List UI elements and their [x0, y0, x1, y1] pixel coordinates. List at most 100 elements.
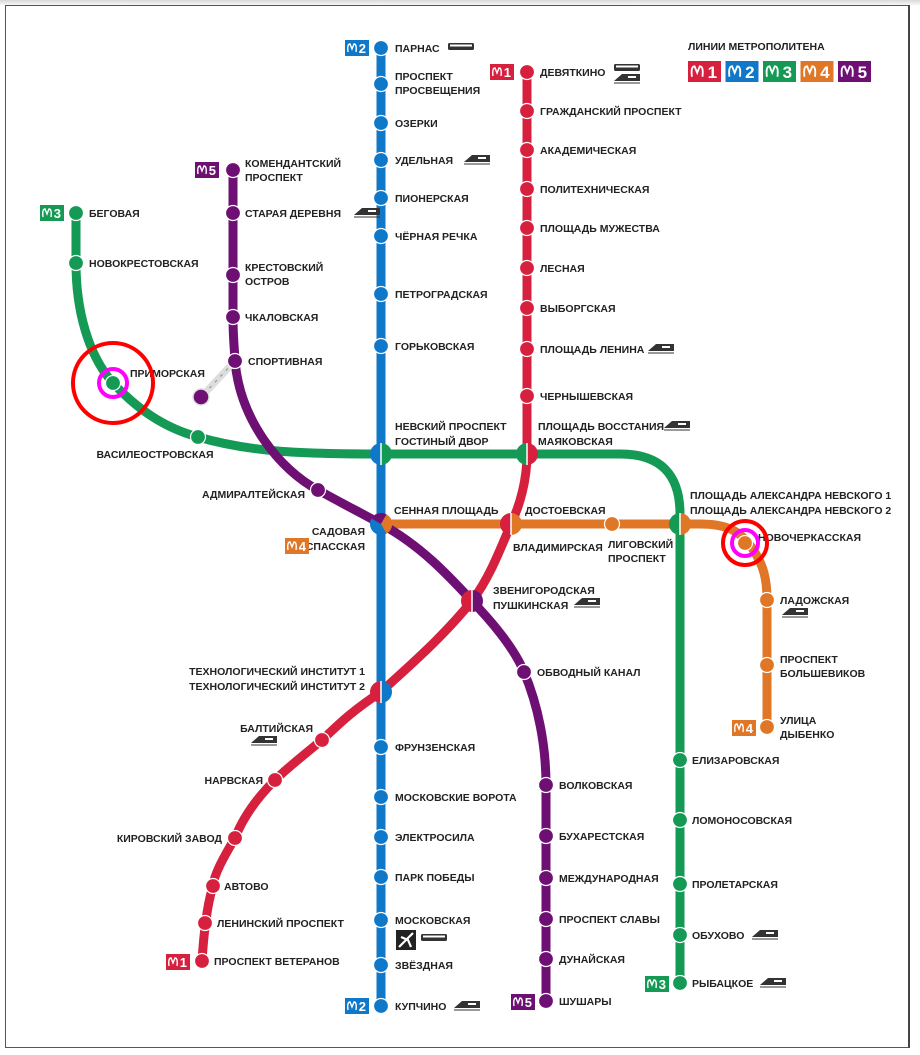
- station-dybenko[interactable]: [758, 718, 776, 736]
- station-muzh[interactable]: [518, 219, 536, 237]
- station-narvskaya[interactable]: [266, 771, 284, 789]
- transfer-alnevsky-right-half[interactable]: [680, 513, 691, 535]
- station-kirovsky[interactable]: [226, 829, 244, 847]
- station-label-staraya[interactable]: СТАРАЯ ДЕРЕВНЯ: [245, 208, 341, 220]
- station-moskvorota[interactable]: [372, 788, 390, 806]
- station-obvodny[interactable]: [515, 663, 533, 681]
- station-label-parkpobedy[interactable]: ПАРК ПОБЕДЫ: [395, 872, 474, 884]
- station-ligovsky[interactable]: [603, 515, 621, 533]
- station-label-bolsh[interactable]: ПРОСПЕКТ: [780, 654, 838, 666]
- station-label-elizar[interactable]: ЕЛИЗАРОВСКАЯ: [692, 755, 779, 767]
- station-slavy[interactable]: [537, 910, 555, 928]
- station-label-vladimir[interactable]: ВЛАДИМИРСКАЯ: [513, 542, 603, 554]
- station-label-gorkovsk[interactable]: ГОРЬКОВСКАЯ: [395, 341, 474, 353]
- station-chernaya[interactable]: [372, 227, 390, 245]
- station-vasileostr[interactable]: [189, 428, 207, 446]
- station-label-pushkin[interactable]: ПУШКИНСКАЯ: [493, 600, 568, 612]
- station-label-moskvorota[interactable]: МОСКОВСКИЕ ВОРОТА: [395, 792, 517, 804]
- station-akadem[interactable]: [518, 141, 536, 159]
- station-gorkovsk[interactable]: [372, 337, 390, 355]
- station-label-primorskaya[interactable]: ПРИМОРСКАЯ: [130, 368, 205, 380]
- station-label-tehn1[interactable]: ТЕХНОЛОГИЧЕСКИЙ ИНСТИТУТ 1: [189, 665, 365, 678]
- transfer-pushkin-zvenig-left-half[interactable]: [461, 590, 472, 612]
- station-label-lenina[interactable]: ПЛОЩАДЬ ЛЕНИНА: [540, 344, 645, 356]
- transfer-vosstaniya-mayak-right-half[interactable]: [527, 443, 538, 465]
- station-label-begovaya[interactable]: БЕГОВАЯ: [89, 208, 140, 220]
- station-label-obvodny[interactable]: ОБВОДНЫЙ КАНАЛ: [537, 666, 641, 679]
- station-label-petrogr[interactable]: ПЕТРОГРАДСКАЯ: [395, 289, 488, 301]
- station-label-zvenig[interactable]: ЗВЕНИГОРОДСКАЯ: [493, 585, 595, 597]
- station-chernysh[interactable]: [518, 387, 536, 405]
- station-label-novokrest[interactable]: НОВОКРЕСТОВСКАЯ: [89, 258, 199, 270]
- station-label-dybenko[interactable]: ДЫБЕНКО: [780, 729, 834, 741]
- station-buhar[interactable]: [537, 827, 555, 845]
- station-label-avtovo[interactable]: АВТОВО: [224, 881, 269, 893]
- station-parkpobedy[interactable]: [372, 868, 390, 886]
- station-label-dybenko[interactable]: УЛИЦА: [780, 715, 817, 727]
- station-moskovskaya[interactable]: [372, 911, 390, 929]
- station-label-tehn2[interactable]: ТЕХНОЛОГИЧЕСКИЙ ИНСТИТУТ 2: [189, 680, 365, 693]
- station-label-alnev2[interactable]: ПЛОЩАДЬ АЛЕКСАНДРА НЕВСКОГО 2: [690, 505, 891, 517]
- station-label-ligovsky[interactable]: ПРОСПЕКТ: [608, 553, 666, 565]
- station-avtovo[interactable]: [204, 877, 222, 895]
- transfer-sadovaya-purple[interactable]: [371, 512, 387, 524]
- station-rybackoe[interactable]: [671, 974, 689, 992]
- station-label-vasileostr[interactable]: ВАСИЛЕОСТРОВСКАЯ: [96, 449, 213, 461]
- transfer-nevsky-gostiny-left-half[interactable]: [370, 443, 381, 465]
- station-shushary[interactable]: [537, 992, 555, 1010]
- transfer-alnevsky-left-half[interactable]: [669, 513, 680, 535]
- station-dunay[interactable]: [537, 950, 555, 968]
- station-label-akadem[interactable]: АКАДЕМИЧЕСКАЯ: [540, 145, 636, 157]
- station-devyatkino[interactable]: [518, 63, 536, 81]
- station-chkalov[interactable]: [224, 308, 242, 326]
- station-label-sportiv[interactable]: СПОРТИВНАЯ: [248, 356, 322, 368]
- station-label-politeh[interactable]: ПОЛИТЕХНИЧЕСКАЯ: [540, 184, 649, 196]
- station-baltiyskaya[interactable]: [313, 731, 331, 749]
- station-label-chkalov[interactable]: ЧКАЛОВСКАЯ: [245, 312, 318, 324]
- transfer-pushkin-zvenig-right-half[interactable]: [472, 590, 483, 612]
- station-label-ladozh[interactable]: ЛАДОЖСКАЯ: [780, 595, 849, 607]
- station-label-shushary[interactable]: ШУШАРЫ: [559, 996, 612, 1008]
- station-label-alnev1[interactable]: ПЛОЩАДЬ АЛЕКСАНДРА НЕВСКОГО 1: [690, 490, 891, 502]
- transfer-spasskaya-orange[interactable]: [381, 514, 393, 534]
- station-novocherk[interactable]: [736, 534, 754, 552]
- station-mezhdunar[interactable]: [537, 869, 555, 887]
- station-label-nevsky[interactable]: НЕВСКИЙ ПРОСПЕКТ: [395, 420, 507, 433]
- station-label-zvezdnaya[interactable]: ЗВЁЗДНАЯ: [395, 959, 453, 972]
- station-label-narvskaya[interactable]: НАРВСКАЯ: [205, 775, 263, 787]
- station-label-komend[interactable]: КОМЕНДАНТСКИЙ: [245, 157, 341, 170]
- station-parnas[interactable]: [372, 39, 390, 57]
- sportivnaya-2-station[interactable]: [192, 388, 210, 406]
- station-admiral[interactable]: [309, 481, 327, 499]
- transfer-vladimir-dostoev-right-half[interactable]: [511, 513, 522, 535]
- station-label-mezhdunar[interactable]: МЕЖДУНАРОДНАЯ: [559, 873, 659, 885]
- station-politeh[interactable]: [518, 180, 536, 198]
- station-label-komend[interactable]: ПРОСПЕКТ: [245, 172, 303, 184]
- station-label-spasskaya[interactable]: СПАССКАЯ: [306, 541, 365, 553]
- station-label-baltiyskaya[interactable]: БАЛТИЙСКАЯ: [240, 722, 313, 735]
- station-elizar[interactable]: [671, 751, 689, 769]
- station-label-prosp-prosv[interactable]: ПРОСПЕКТ: [395, 71, 453, 83]
- station-proletar[interactable]: [671, 875, 689, 893]
- transfer-tehn-right-half[interactable]: [381, 681, 392, 703]
- station-lesnaya[interactable]: [518, 259, 536, 277]
- station-pionerskaya[interactable]: [372, 189, 390, 207]
- station-label-chernaya[interactable]: ЧЁРНАЯ РЕЧКА: [395, 230, 478, 243]
- station-label-slavy[interactable]: ПРОСПЕКТ СЛАВЫ: [559, 914, 660, 926]
- station-obuhovo[interactable]: [671, 926, 689, 944]
- station-label-muzh[interactable]: ПЛОЩАДЬ МУЖЕСТВА: [540, 223, 660, 235]
- station-label-prosp-prosv[interactable]: ПРОСВЕЩЕНИЯ: [395, 85, 480, 97]
- station-prosp-prosv[interactable]: [372, 75, 390, 93]
- station-novokrest[interactable]: [67, 254, 85, 272]
- station-label-admiral[interactable]: АДМИРАЛТЕЙСКАЯ: [202, 488, 305, 501]
- station-ozerki[interactable]: [372, 114, 390, 132]
- station-petrogr[interactable]: [372, 285, 390, 303]
- station-volkovsk[interactable]: [537, 776, 555, 794]
- station-label-proletar[interactable]: ПРОЛЕТАРСКАЯ: [692, 879, 778, 891]
- station-grazhd[interactable]: [518, 102, 536, 120]
- station-label-vyborg[interactable]: ВЫБОРГСКАЯ: [540, 303, 616, 315]
- station-label-udelnaya[interactable]: УДЕЛЬНАЯ: [395, 155, 453, 167]
- station-komend[interactable]: [224, 161, 242, 179]
- station-label-obuhovo[interactable]: ОБУХОВО: [692, 930, 744, 942]
- station-label-krest[interactable]: ОСТРОВ: [245, 276, 290, 288]
